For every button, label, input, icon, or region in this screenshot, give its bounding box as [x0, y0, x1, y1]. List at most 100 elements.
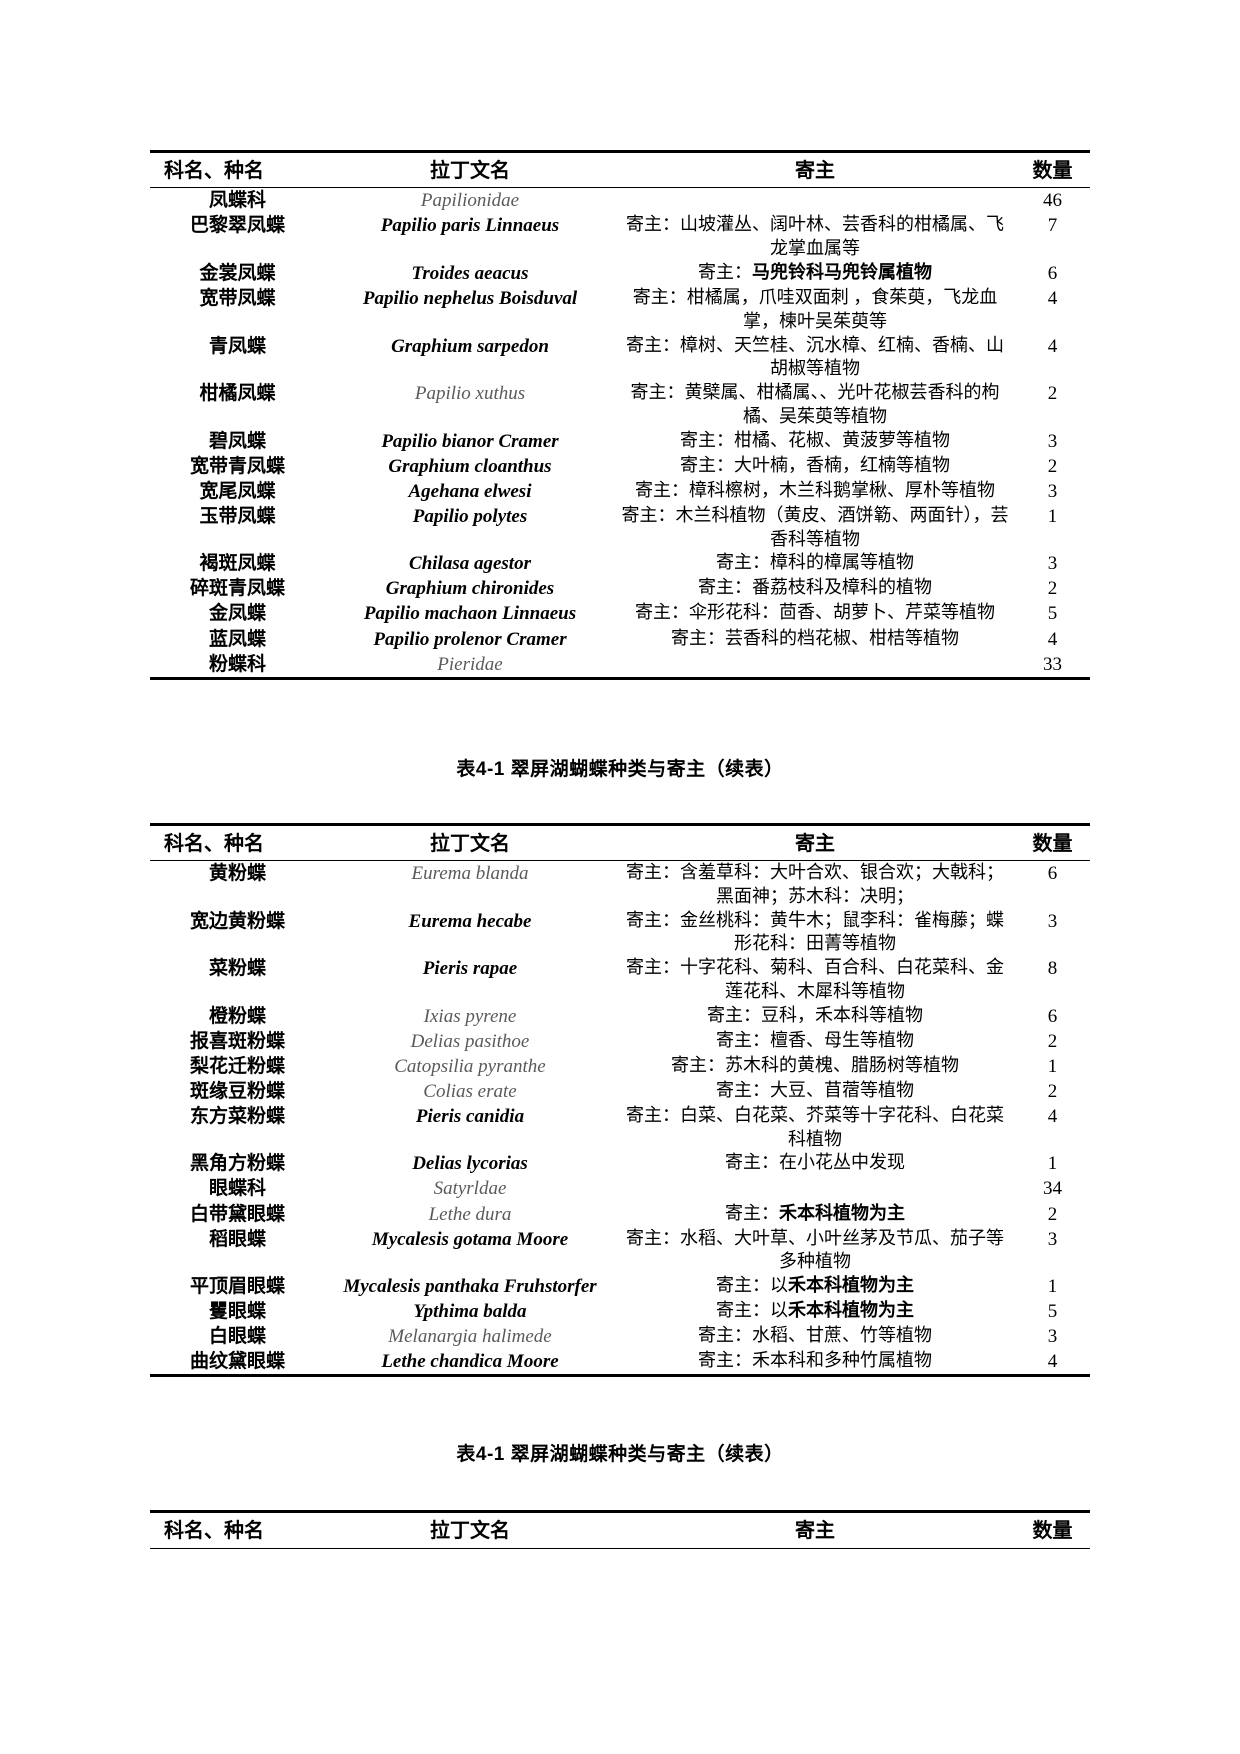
cell-species-name: 宽带青凤蝶 [189, 455, 285, 477]
cell-latin-name: Ypthima balda [413, 1301, 527, 1323]
table-row: 巴黎翠凤蝶 Papilio paris Linnaeus 寄主：山坡灌丛、阔叶林、芸… [150, 213, 1090, 261]
cell-latin-name: Delias pasithoe [410, 1030, 530, 1052]
header-cell-name: 科名、种名 [164, 832, 264, 855]
cell-count: 33 [1043, 653, 1062, 675]
spacer-1 [150, 680, 1090, 754]
cell-host: 寄主：水稻、甘蔗、竹等植物 [698, 1325, 932, 1346]
cell-latin-name: Papilio nephelus Boisduval [362, 288, 578, 310]
host-emphasis: 禾本科植物为主 [788, 1275, 914, 1296]
cell-latin-name: Papilio polytes [412, 505, 528, 527]
cell-host: 寄主：以禾本科植物为主 [716, 1300, 914, 1321]
header-cell-name: 科名、种名 [164, 160, 264, 182]
table3-header: 科名、种名 拉丁文名 寄主 数量 [150, 1512, 1090, 1549]
cell-species-name: 平顶眉眼蝶 [189, 1276, 285, 1298]
cell-species-name: 柑橘凤蝶 [199, 383, 276, 405]
cell-species-name: 菜粉蝶 [208, 958, 266, 980]
cell-count: 3 [1047, 480, 1058, 502]
header-cell-count: 数量 [1032, 1520, 1073, 1543]
cell-species-name: 粉蝶科 [208, 653, 266, 675]
cell-count: 3 [1047, 1228, 1058, 1250]
cell-host: 寄主：大豆、苜蓿等植物 [716, 1079, 914, 1100]
host-emphasis: 禾本科植物为主 [779, 1202, 905, 1223]
cell-species-name: 黄粉蝶 [208, 863, 266, 885]
cell-species-name: 凤蝶科 [208, 190, 266, 212]
cell-count: 6 [1047, 262, 1058, 284]
cell-latin-name: Papilio paris Linnaeus [380, 215, 560, 237]
cell-latin-name: Lethe dura [428, 1203, 512, 1225]
cell-latin-name: Graphium sarpedon [391, 335, 549, 357]
cell-count: 1 [1047, 1055, 1058, 1077]
butterfly-table-part3: 科名、种名 拉丁文名 寄主 数量 [150, 1510, 1090, 1549]
cell-species-name: 巴黎翠凤蝶 [189, 215, 285, 237]
cell-latin-name: Melanargia halimede [388, 1326, 552, 1348]
header-cell-latin: 拉丁文名 [430, 160, 510, 182]
cell-species-name: 东方菜粉蝶 [189, 1105, 285, 1127]
cell-latin-name: Eurema hecabe [408, 910, 532, 932]
cell-species-name: 蓝凤蝶 [208, 628, 266, 650]
cell-count: 2 [1047, 1080, 1058, 1102]
cell-latin-name: Pieris canidia [415, 1105, 525, 1127]
header-cell-host: 寄主 [795, 160, 835, 182]
host-emphasis: 马兜铃科马兜铃属植物 [752, 261, 932, 282]
cell-latin-name: Ixias pyrene [423, 1005, 517, 1027]
cell-count: 2 [1047, 455, 1058, 477]
cell-host: 寄主：水稻、大叶草、小叶丝茅及节瓜、茄子等多种植物 [626, 1227, 1004, 1272]
cell-latin-name: Mycalesis panthaka Fruhstorfer [343, 1276, 597, 1298]
cell-species-name: 宽带凤蝶 [199, 288, 276, 310]
cell-count: 4 [1047, 628, 1058, 650]
cell-species-name: 白带黛眼蝶 [189, 1203, 285, 1225]
cell-latin-name: Catopsilia pyranthe [394, 1055, 546, 1077]
cell-species-name: 梨花迁粉蝶 [189, 1055, 285, 1077]
cell-host: 寄主：樟科的樟属等植物 [716, 552, 914, 573]
cell-count: 4 [1047, 1105, 1058, 1127]
cell-host: 寄主：山坡灌丛、阔叶林、芸香科的柑橘属、飞龙掌血属等 [626, 214, 1004, 259]
table-header-row: 科名、种名 拉丁文名 寄主 数量 [150, 824, 1090, 861]
cell-latin-name: Pieridae [437, 653, 503, 675]
cell-host: 寄主：在小花丛中发现 [725, 1152, 905, 1173]
table-caption-middle: 表4-1 翠屏湖蝴蝶种类与寄主（续表） [456, 758, 784, 780]
cell-host [615, 1176, 1015, 1201]
header-cell-count: 数量 [1032, 832, 1073, 855]
cell-latin-name: Agehana elwesi [408, 480, 532, 502]
cell-host: 寄主：含羞草科：大叶合欢、银合欢；大戟科；黑面神；苏木科：决明； [626, 862, 1004, 906]
cell-latin-name: Satyrldae [433, 1178, 507, 1200]
cell-count: 2 [1047, 1030, 1058, 1052]
cell-count: 7 [1047, 215, 1058, 237]
cell-host: 寄主：大叶楠，香楠，红楠等植物 [680, 454, 950, 475]
cell-latin-name: Pieris rapae [422, 958, 518, 980]
spacer-4 [150, 1466, 1090, 1510]
cell-count: 4 [1047, 1351, 1058, 1373]
cell-latin-name: Troides aeacus [411, 262, 529, 284]
cell-host: 寄主：樟科檫树，木兰科鹅掌楸、厚朴等植物 [635, 479, 995, 500]
cell-latin-name: Papilio prolenor Cramer [373, 628, 567, 650]
cell-species-name: 橙粉蝶 [208, 1005, 266, 1027]
table2-header: 科名、种名 拉丁文名 寄主 数量 [150, 824, 1090, 861]
cell-host [615, 652, 1015, 677]
cell-host [615, 188, 1015, 214]
cell-count: 3 [1047, 910, 1058, 932]
cell-host: 寄主：禾本科和多种竹属植物 [698, 1350, 932, 1371]
cell-latin-name: Colias erate [423, 1080, 517, 1102]
spacer-3 [150, 1377, 1090, 1439]
cell-species-name: 黑角方粉蝶 [189, 1153, 285, 1175]
cell-count: 6 [1047, 1005, 1058, 1027]
header-cell-host: 寄主 [795, 1520, 835, 1543]
